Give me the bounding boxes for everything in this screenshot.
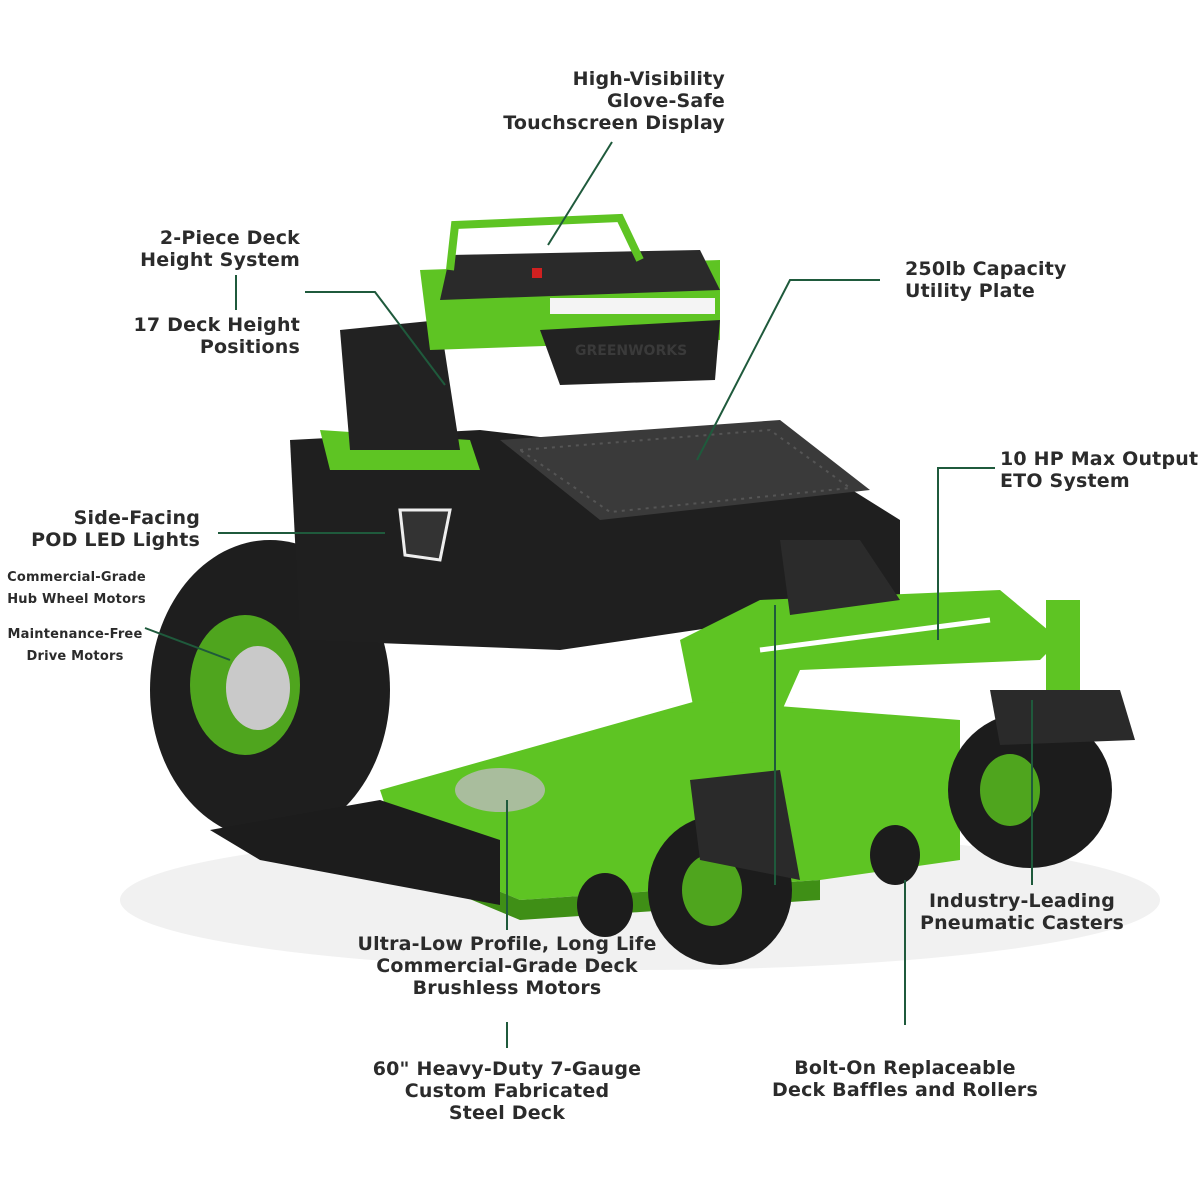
callout-line: ETO System bbox=[1000, 470, 1130, 492]
callout-led: Side-Facing POD LED Lights bbox=[31, 507, 200, 551]
callout-line: Hub Wheel Motors bbox=[7, 592, 146, 607]
callout-deck-height-positions: 17 Deck Height Positions bbox=[133, 314, 300, 358]
callout-line: Custom Fabricated bbox=[404, 1080, 610, 1102]
callout-steel-deck: 60" Heavy-Duty 7-Gauge Custom Fabricated… bbox=[307, 1058, 707, 1124]
callout-utility-plate: 250lb Capacity Utility Plate bbox=[905, 258, 1067, 302]
callout-line: 60" Heavy-Duty 7-Gauge bbox=[372, 1058, 642, 1080]
callout-line: High-Visibility bbox=[572, 68, 725, 90]
greenworks-logo: GREENWORKS bbox=[575, 343, 687, 359]
callout-deck-motors: Ultra-Low Profile, Long Life Commercial-… bbox=[307, 933, 707, 999]
callout-line: Positions bbox=[199, 336, 300, 358]
callout-baffles: Bolt-On Replaceable Deck Baffles and Rol… bbox=[755, 1057, 1055, 1101]
callout-line: Maintenance-Free bbox=[7, 627, 143, 642]
callout-line: Commercial-Grade bbox=[7, 570, 146, 585]
callout-line: POD LED Lights bbox=[31, 529, 200, 551]
callout-line: Steel Deck bbox=[448, 1102, 566, 1124]
callout-display: High-Visibility Glove-Safe Touchscreen D… bbox=[503, 68, 725, 134]
callout-line: Bolt-On Replaceable bbox=[794, 1057, 1016, 1079]
callout-line: Utility Plate bbox=[905, 280, 1035, 302]
callout-line: Ultra-Low Profile, Long Life bbox=[357, 933, 657, 955]
callout-deck-height-system: 2-Piece Deck Height System bbox=[140, 227, 300, 271]
callout-line: 2-Piece Deck bbox=[159, 227, 300, 249]
callout-lines bbox=[144, 141, 1033, 1048]
front-caster-left bbox=[648, 675, 800, 965]
callout-line: Touchscreen Display bbox=[503, 112, 725, 134]
callout-line: Industry-Leading bbox=[928, 890, 1115, 912]
callout-hub-motors: Commercial-Grade Hub Wheel Motors bbox=[4, 567, 149, 611]
callout-drive-motors: Maintenance-Free Drive Motors bbox=[0, 624, 150, 668]
callout-line: Deck Baffles and Rollers bbox=[772, 1079, 1038, 1101]
callout-line: Pneumatic Casters bbox=[919, 912, 1125, 934]
callout-line: Side-Facing bbox=[73, 507, 200, 529]
front-caster-right bbox=[948, 600, 1135, 868]
callout-line: Commercial-Grade Deck bbox=[376, 955, 638, 977]
callout-line: 17 Deck Height bbox=[133, 314, 300, 336]
callout-eto: 10 HP Max Output ETO System bbox=[1000, 448, 1198, 492]
callout-line: Height System bbox=[140, 249, 300, 271]
callout-line: Brushless Motors bbox=[412, 977, 602, 999]
callout-line: Glove-Safe bbox=[607, 90, 725, 112]
callout-line: Drive Motors bbox=[26, 649, 124, 664]
callout-casters: Industry-Leading Pneumatic Casters bbox=[872, 890, 1172, 934]
callout-line: 250lb Capacity bbox=[905, 258, 1067, 280]
callout-line: 10 HP Max Output bbox=[1000, 448, 1199, 470]
